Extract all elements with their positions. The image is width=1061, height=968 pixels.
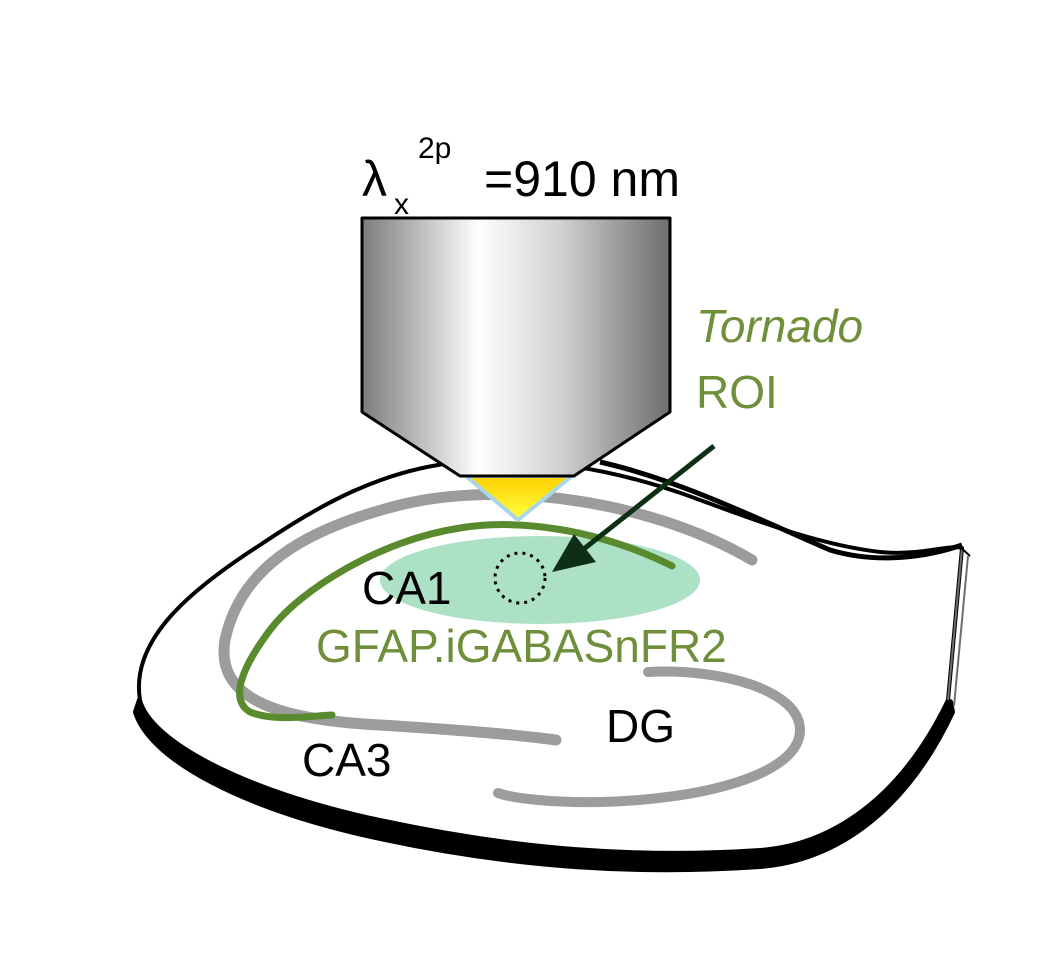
wavelength-superscript: 2p [418, 132, 451, 165]
gray-layer-dg [493, 666, 806, 808]
slice-right-edge-top [957, 544, 971, 557]
dg-label: DG [606, 700, 675, 752]
gray-layer-outer [218, 489, 758, 746]
ca1-label: CA1 [362, 562, 451, 614]
green-cell-layer [236, 521, 676, 722]
roi-arrow-head [552, 534, 596, 572]
roi-label: ROI [696, 366, 778, 418]
wavelength-subscript: x [394, 188, 409, 221]
wavelength-symbol: λ [362, 151, 387, 207]
roi-region [380, 536, 700, 624]
slice-right-edge-inner [953, 555, 969, 707]
wavelength-value: =910 nm [484, 151, 680, 207]
tornado-roi-circle [493, 551, 547, 605]
slice-right-edge [947, 547, 963, 701]
roi-arrow-shaft [578, 444, 716, 554]
tornado-label: Tornado [696, 300, 863, 352]
microscope-objective [360, 216, 672, 478]
ca3-label: CA3 [302, 734, 391, 786]
sensor-label: GFAP.iGABASnFR2 [316, 620, 727, 672]
slice-top-rim [599, 459, 963, 561]
